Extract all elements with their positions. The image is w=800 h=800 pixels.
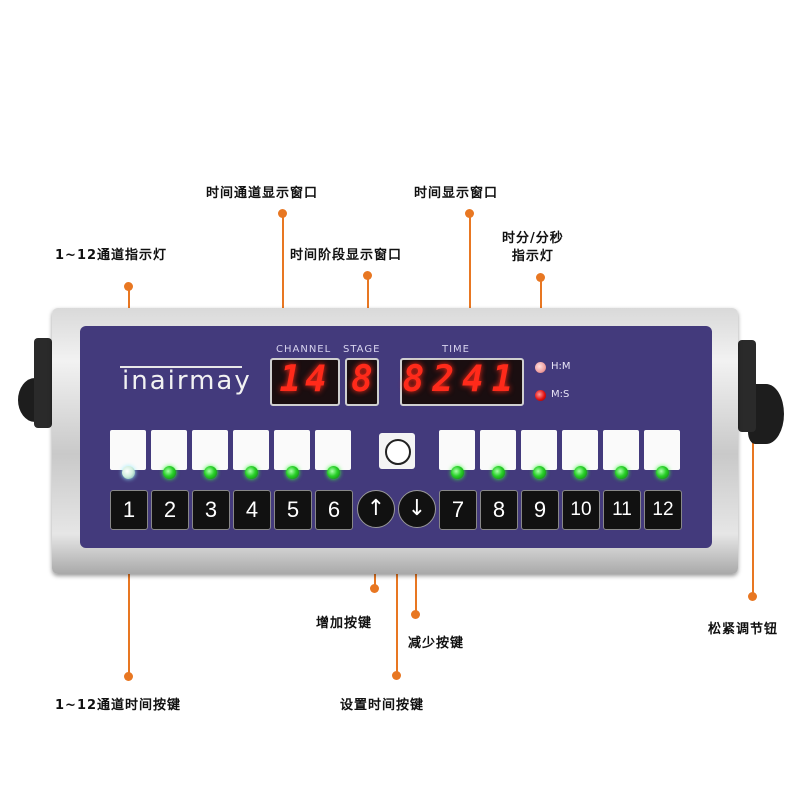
- channel-button-1[interactable]: 1: [110, 490, 148, 530]
- leader-dot: [124, 672, 133, 681]
- channel-display: 14: [270, 358, 340, 406]
- label-channel-indicators: 1~12通道指示灯: [55, 248, 168, 263]
- channel-button-2[interactable]: 2: [151, 490, 189, 530]
- stage-label: STAGE: [343, 344, 381, 355]
- channel-led-7: [451, 466, 464, 479]
- channel-button-12[interactable]: 12: [644, 490, 682, 530]
- label-tension-knob: 松紧调节钮: [708, 622, 779, 637]
- leader-dot: [411, 610, 420, 619]
- leader-dot: [748, 592, 757, 601]
- channel-led-4: [245, 466, 258, 479]
- hm-label: H:M: [551, 361, 571, 372]
- label-channel-display: 时间通道显示窗口: [206, 186, 319, 201]
- time-display: 8241: [400, 358, 524, 406]
- channel-tile: [603, 430, 639, 470]
- channel-led-8: [492, 466, 505, 479]
- label-increase-button: 增加按键: [316, 616, 373, 631]
- left-bracket: [34, 338, 52, 428]
- stage-display: 8: [345, 358, 379, 406]
- label-channel-buttons: 1~12通道时间按键: [55, 698, 182, 713]
- channel-tile: [110, 430, 146, 470]
- channel-tile: [480, 430, 516, 470]
- channel-tile: [439, 430, 475, 470]
- hm-indicator-led: [535, 362, 546, 373]
- ms-label: M:S: [551, 389, 570, 400]
- label-stage-display: 时间阶段显示窗口: [290, 248, 403, 263]
- channel-button-8[interactable]: 8: [480, 490, 518, 530]
- label-hm-ms-indicator: 时分/分秒 指示灯: [502, 231, 564, 264]
- clock-icon: [385, 439, 411, 465]
- channel-tile: [274, 430, 310, 470]
- label-time-display: 时间显示窗口: [414, 186, 499, 201]
- channel-led-10: [574, 466, 587, 479]
- time-label: TIME: [442, 344, 471, 355]
- channel-button-4[interactable]: 4: [233, 490, 271, 530]
- channel-button-9[interactable]: 9: [521, 490, 559, 530]
- channel-tile: [315, 430, 351, 470]
- leader-dot: [370, 584, 379, 593]
- channel-tile: [192, 430, 228, 470]
- brand-bar: [120, 366, 242, 368]
- channel-led-5: [286, 466, 299, 479]
- leader-line: [469, 213, 471, 365]
- channel-tile: [233, 430, 269, 470]
- channel-tile: [562, 430, 598, 470]
- channel-button-7[interactable]: 7: [439, 490, 477, 530]
- channel-led-9: [533, 466, 546, 479]
- channel-led-6: [327, 466, 340, 479]
- channel-led-11: [615, 466, 628, 479]
- channel-led-2: [163, 466, 176, 479]
- channel-button-11[interactable]: 11: [603, 490, 641, 530]
- channel-button-6[interactable]: 6: [315, 490, 353, 530]
- increase-button[interactable]: ↑: [357, 490, 395, 528]
- channel-button-5[interactable]: 5: [274, 490, 312, 530]
- leader-line: [128, 520, 130, 674]
- channel-led-3: [204, 466, 217, 479]
- channel-led-12: [656, 466, 669, 479]
- channel-tile: [644, 430, 680, 470]
- channel-button-10[interactable]: 10: [562, 490, 600, 530]
- channel-button-3[interactable]: 3: [192, 490, 230, 530]
- ms-indicator-led: [535, 390, 546, 401]
- channel-tile: [521, 430, 557, 470]
- channel-led-1: [122, 466, 135, 479]
- brand-logo: inairmay: [122, 366, 252, 396]
- channel-tile: [151, 430, 187, 470]
- label-decrease-button: 减少按键: [408, 636, 465, 651]
- leader-dot: [392, 671, 401, 680]
- decrease-button[interactable]: ↓: [398, 490, 436, 528]
- label-set-time-button: 设置时间按键: [340, 698, 425, 713]
- right-bracket: [738, 340, 756, 432]
- channel-label: CHANNEL: [276, 344, 332, 355]
- leader-line: [752, 440, 754, 594]
- leader-line: [282, 213, 284, 365]
